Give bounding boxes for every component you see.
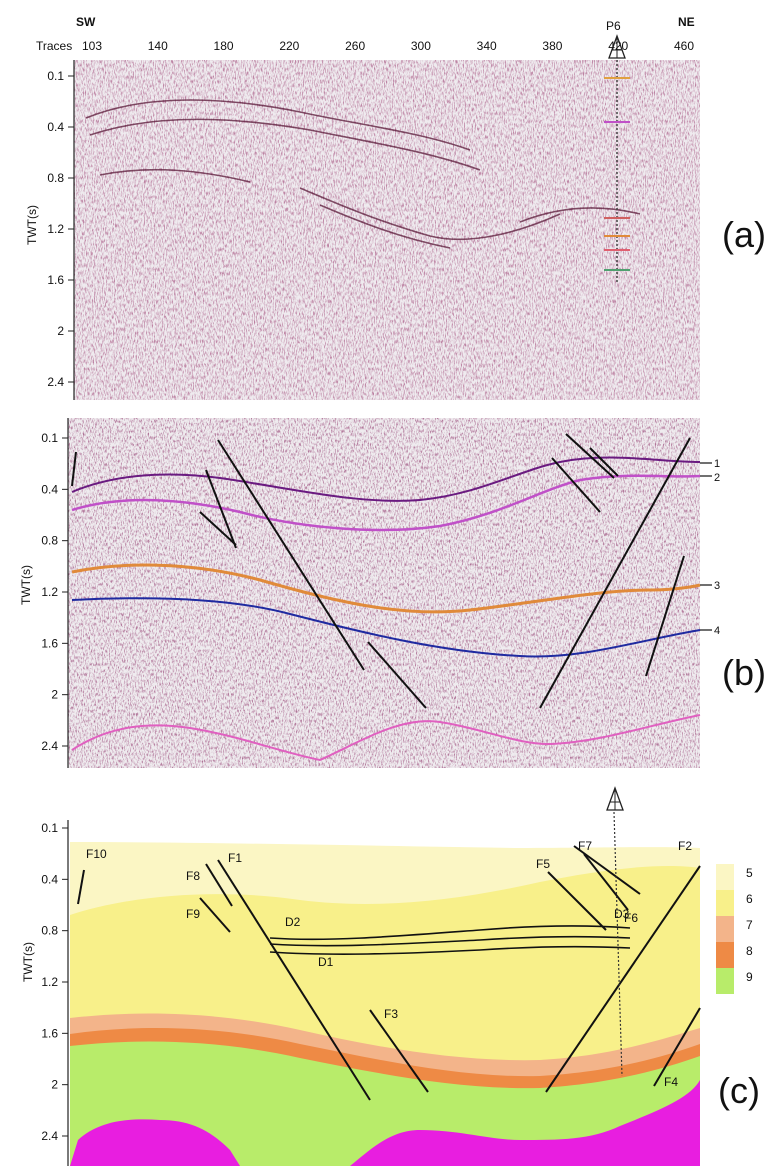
horizon-1 bbox=[71, 456, 701, 502]
y-ticks-a: 0.1 0.4 0.8 1.2 1.6 2 2.4 bbox=[47, 69, 74, 389]
horizon-markers-b bbox=[700, 462, 712, 631]
legend-swatch-7 bbox=[716, 916, 734, 942]
legend-swatch-9 bbox=[716, 968, 734, 994]
horizon-label-4: 4 bbox=[714, 625, 720, 637]
well-label-p6: P6 bbox=[606, 19, 621, 33]
y-c-tick-label: 1.2 bbox=[41, 975, 58, 989]
legend-swatch-8 bbox=[716, 942, 734, 968]
legend-swatch-5 bbox=[716, 864, 734, 890]
traces-label: Traces bbox=[36, 39, 72, 53]
trace-tick-label: 300 bbox=[411, 39, 431, 53]
y-b-tick-label: 0.8 bbox=[41, 534, 58, 548]
horizon-label-3: 3 bbox=[714, 580, 720, 592]
y-a-tick-label: 2.4 bbox=[47, 375, 64, 389]
panel-b: 1 2 3 4 0.1 0.4 0.8 1.2 1.6 2 2.4 TWT(s) (b) bbox=[19, 418, 766, 768]
fault-label-f8: F8 bbox=[186, 869, 200, 883]
trace-tick-label: 340 bbox=[477, 39, 497, 53]
fault-label-f7: F7 bbox=[578, 839, 592, 853]
horizon-label-d2: D2 bbox=[285, 915, 301, 929]
y-a-tick-label: 2 bbox=[57, 324, 64, 338]
fault-label-f9: F9 bbox=[186, 907, 200, 921]
y-c-tick-label: 1.6 bbox=[41, 1026, 58, 1040]
fault-traces-c bbox=[77, 845, 701, 1101]
direction-sw: SW bbox=[76, 15, 96, 29]
legend: 5 6 7 8 9 bbox=[716, 864, 753, 994]
trace-tick-label: 103 bbox=[82, 39, 102, 53]
fault-label-f6: F6 bbox=[624, 911, 638, 925]
caption-a: (a) bbox=[722, 214, 766, 255]
trace-tick-label: 140 bbox=[148, 39, 168, 53]
trace-tick-label: 260 bbox=[345, 39, 365, 53]
legend-label-5: 5 bbox=[746, 866, 753, 880]
horizon-3 bbox=[71, 563, 701, 614]
legend-label-8: 8 bbox=[746, 944, 753, 958]
legend-label-9: 9 bbox=[746, 970, 753, 984]
trace-tick-label: 460 bbox=[674, 39, 694, 53]
caption-b: (b) bbox=[722, 652, 766, 693]
y-c-tick-label: 2.4 bbox=[41, 1129, 58, 1143]
y-axis-label-a: TWT(s) bbox=[25, 205, 39, 245]
y-b-tick-label: 2.4 bbox=[41, 739, 58, 753]
legend-swatch-6 bbox=[716, 890, 734, 916]
y-ticks-c: 0.1 0.4 0.8 1.2 1.6 2 2.4 bbox=[41, 821, 68, 1143]
legend-label-7: 7 bbox=[746, 918, 753, 932]
y-b-tick-label: 1.2 bbox=[41, 585, 58, 599]
unit-9 bbox=[70, 1041, 700, 1166]
fault-label-f1: F1 bbox=[228, 851, 242, 865]
well-markers-a bbox=[604, 77, 630, 271]
trace-tick-label: 220 bbox=[279, 39, 299, 53]
y-a-tick-label: 1.2 bbox=[47, 222, 64, 236]
panel-a: SW NE P6 Traces 103 140 180 220 260 300 340 380 4… bbox=[25, 15, 766, 400]
fault-label-f10: F10 bbox=[86, 847, 107, 861]
y-ticks-b: 0.1 0.4 0.8 1.2 1.6 2 2.4 bbox=[41, 431, 68, 753]
fault-label-f3: F3 bbox=[384, 1007, 398, 1021]
y-a-tick-label: 1.6 bbox=[47, 273, 64, 287]
y-c-tick-label: 0.1 bbox=[41, 821, 58, 835]
y-c-tick-label: 0.8 bbox=[41, 924, 58, 938]
y-axis-label-c: TWT(s) bbox=[21, 942, 35, 982]
trace-tick-label: 420 bbox=[608, 39, 628, 53]
y-b-tick-label: 0.1 bbox=[41, 431, 58, 445]
fault-label-f5: F5 bbox=[536, 857, 550, 871]
y-a-tick-label: 0.8 bbox=[47, 171, 64, 185]
fault-traces-b bbox=[71, 433, 691, 709]
y-a-tick-label: 0.4 bbox=[47, 120, 64, 134]
horizon-4 bbox=[71, 597, 701, 658]
y-b-tick-label: 0.4 bbox=[41, 482, 58, 496]
y-b-tick-label: 2 bbox=[51, 688, 58, 702]
y-a-tick-label: 0.1 bbox=[47, 69, 64, 83]
trace-tick-label: 380 bbox=[542, 39, 562, 53]
y-c-tick-label: 0.4 bbox=[41, 872, 58, 886]
panel-c: 0.10.40.81.21.622.4 TWT(s) F10 F1 F8 F9 … bbox=[21, 786, 760, 1166]
horizon-label-d3: D3 bbox=[614, 907, 630, 921]
horizon-label-1: 1 bbox=[714, 458, 720, 470]
horizon-label-d1: D1 bbox=[318, 955, 334, 969]
horizon-label-2: 2 bbox=[714, 472, 720, 484]
basement-unit bbox=[70, 1080, 700, 1166]
y-axis-label-b: TWT(s) bbox=[19, 565, 33, 605]
y-c-tick-label: 2 bbox=[51, 1078, 58, 1092]
well-track-c bbox=[613, 811, 623, 1077]
legend-label-6: 6 bbox=[746, 892, 753, 906]
horizons-c bbox=[269, 925, 631, 955]
trace-tick-label: 180 bbox=[214, 39, 234, 53]
fault-label-f2: F2 bbox=[678, 839, 692, 853]
fault-label-f4: F4 bbox=[664, 1075, 678, 1089]
seismic-texture-a bbox=[74, 60, 700, 400]
reflectors-a bbox=[85, 99, 641, 249]
caption-c: (c) bbox=[718, 1070, 760, 1111]
trace-ticks: Traces 103 140 180 220 260 300 340 380 420 460 bbox=[36, 39, 694, 53]
basement-horizon bbox=[71, 714, 701, 762]
y-b-tick-label: 1.6 bbox=[41, 636, 58, 650]
direction-ne: NE bbox=[678, 15, 695, 29]
well-icon bbox=[608, 34, 626, 59]
well-icon-c bbox=[606, 786, 624, 811]
